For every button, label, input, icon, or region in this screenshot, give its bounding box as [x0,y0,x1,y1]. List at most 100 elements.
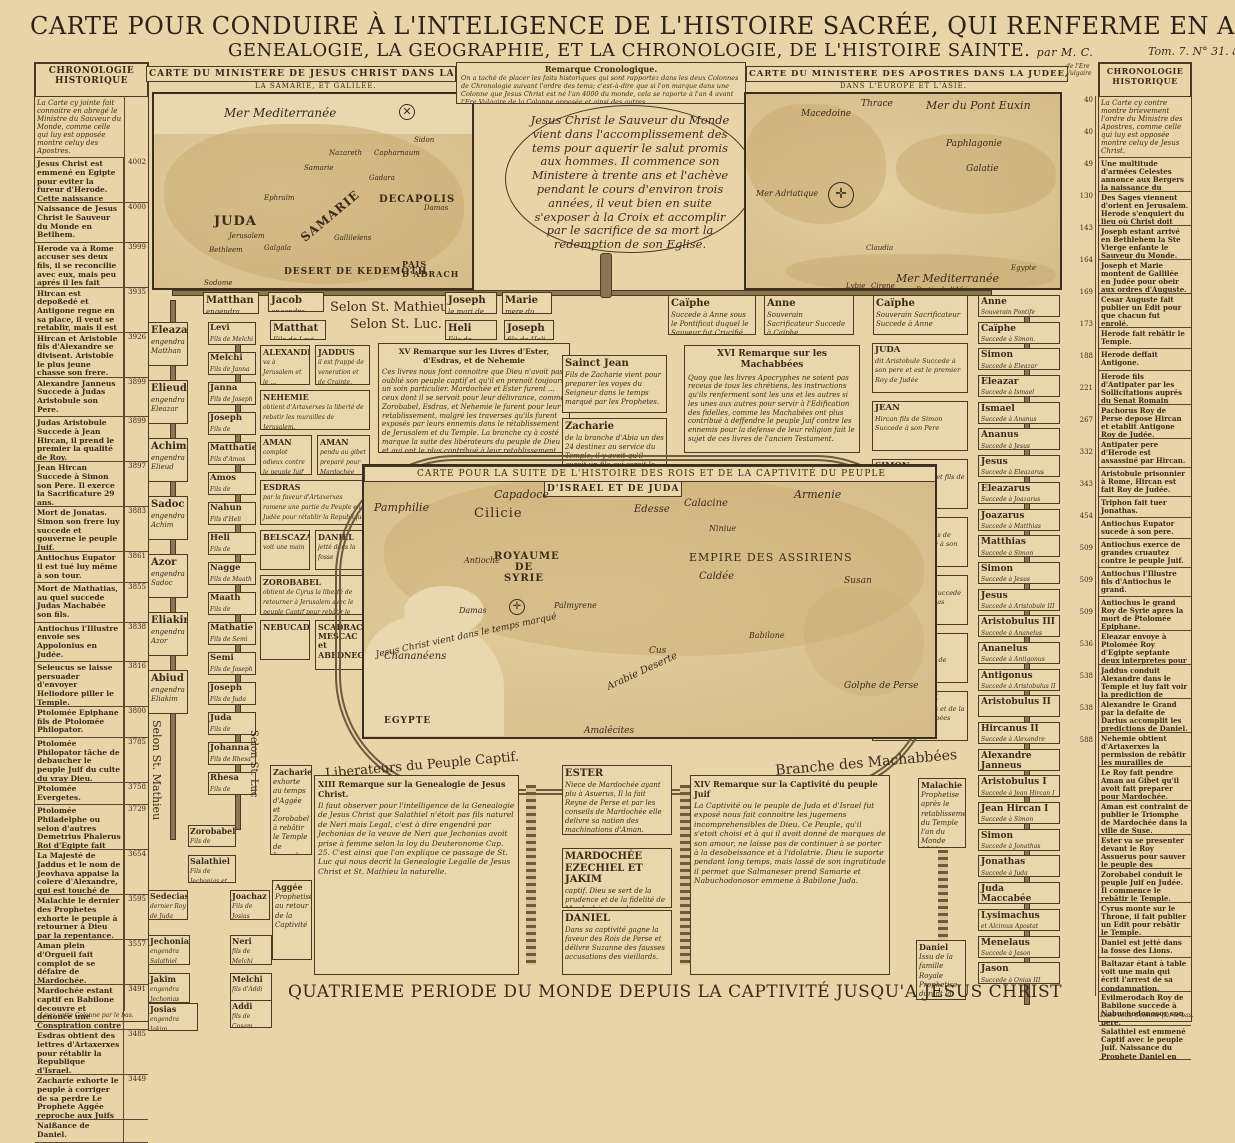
remark-xiv: XIV Remarque sur la Captivité du peuple … [690,775,890,975]
person-note: Fils de Nagge. [210,545,231,553]
entry-text: Alexandre Janneus Succede à Judas Aristo… [35,377,125,417]
person-name: Josias [150,1004,177,1014]
pontiff-note: et Alcimus Apostat [981,923,1039,931]
pontiff-note: Succede à Alexandre [981,736,1045,744]
person-note: Fils de Semi [210,635,248,643]
person-note: engendra Eliakim [151,685,185,703]
label-samarie-city: Samarie [304,164,334,172]
central-trunk-pipe [600,253,612,298]
remark-xv-title: XV Remarque sur les Livres d'Ester, d'Es… [398,347,550,366]
person-name: Neri [232,936,252,946]
chronology-entry: Hircan est depoßedé et Antigone regne en… [35,287,148,333]
entry-year: 3758 [128,783,146,792]
person-name: Zacharie [565,421,615,432]
label-egypte: EGYPTE [384,716,432,726]
person-note: Fils de Joseph [210,665,253,673]
person-name: JUDA [875,345,901,355]
label-bethleem: Bethleem [209,246,243,254]
person-note: engendra Jacob [206,307,240,314]
year-value: 536 [1079,640,1093,648]
pontiff-note: Succede à Onias III [981,976,1041,984]
chronology-entry: La Majesté de Jaddus et le nom de Jeovha… [35,850,148,896]
label-mer-mediterranee-2: Mer Mediterranée [896,272,999,285]
person-note: par la faveur d'Artaxerxes ramene une pa… [263,494,366,524]
map-kings-title: CARTE POUR LA SUITE DE L'HISTOIRE DES RO… [364,466,935,482]
person-note: Issu de la famille Royale Prophetise dur… [919,953,958,998]
author: par M. C. [1036,46,1094,59]
year-value: 538 [1079,672,1093,680]
chronology-entry: Seleucus se laisse persuader d'envoyer H… [35,662,148,708]
map-jesus-ministry[interactable]: Mer Mediterranée ✕ JUDA SAMARIE DECAPOLI… [152,92,474,290]
person-note: Fils de Zorobabel [210,785,231,793]
pontiff-note: Succede à Simon [981,549,1034,557]
map-kings-captivity[interactable]: CARTE POUR LA SUITE DE L'HISTOIRE DES RO… [362,464,937,739]
liberator-box: NEBUCADNEZAR [260,620,310,660]
label-decapolis: DECAPOLIS [379,194,456,205]
chronology-entry: Des Sages viennent d'orient en Jerusalem… [1099,192,1191,227]
map-jesus-subtitle: LA SAMARIE, ET GALILÉE. [255,82,377,90]
garland-right [680,785,690,965]
pontiff-note: Souverain Pontife Succede à Caïphe [981,309,1036,317]
label-paphlagonie: Paphlagonie [946,139,1002,149]
year-value: 130 [1079,192,1093,200]
label-damas: Damas [424,204,449,212]
pontiff-note: Succede à Jason [981,949,1031,957]
person-name: Heli [210,533,230,543]
person-note: Fils de Matthat [448,335,472,340]
entry-text: Mort de Jonatas. Simon son frere luy suc… [35,507,125,552]
chronology-entry: Herode fait rebâtir le Temple. [1099,328,1191,350]
compass-rose-icon: ✛ [828,182,854,208]
person-name: ESDRAS [263,482,301,492]
label-royaume-syrie: ROYAUME DE SYRIE [494,551,560,584]
left-year-divider [124,96,125,1011]
year-value: 538 [1079,704,1093,712]
label-thrace: Thrace [861,99,893,109]
entry-text: Jean Hircan Succede à Simon son Pere. Il… [35,462,125,507]
person-note: fils de Cosam [232,1013,253,1028]
person-note: Fils de Janna [210,365,250,373]
entry-year: 4002 [128,158,146,167]
entry-year: 3491 [128,985,146,994]
pontiff-name: Jesus [981,457,1008,468]
left-chronology-entries: Jesus Christ est emmené en Egipte pour e… [35,158,148,1143]
label-cus: Cus [649,646,667,656]
chronology-entry: Herode fils d'Antipater par les Sollicit… [1099,371,1191,405]
entry-text: La Majesté de Jaddus et le nom de Jeovha… [35,850,125,895]
map-title-line-1: CARTE POUR CONDUIRE À L'INTELIGENCE DE L… [30,12,1235,40]
label-babilone: Babilone [749,631,785,640]
entry-text: Naißance de Daniel. [35,1120,125,1142]
selon-mathieu-vertical: Selon St. Mathieu [150,720,163,821]
pontiff-name: Ananelus [981,643,1028,654]
chronology-entry: Antiochus le grand Roy de Syrie apres la… [1099,597,1191,632]
map-apostles-ministry[interactable]: Mer du Pont Euxin Thrace Macedoine Paphl… [744,92,1062,290]
person-note: Hircan fils de Simon Succede à son Pere [875,414,943,433]
person-name: ESTER [565,768,604,779]
entry-year: 3926 [128,332,146,341]
remark-xiv-text: La Captivité ou le peuple de Juda et d'I… [694,801,886,885]
person-name: Malachie [921,780,963,790]
person-note: mere du Sauveur du Monde fille d'Heli [505,307,535,314]
entry-text: Malachie le dernier des Prophetes exhort… [35,895,125,940]
label-gallileiens: Gallileïens [334,234,372,242]
person-note: obtient de Cyrus la liberté de retourner… [263,589,354,615]
label-pont-euxin: Mer du Pont Euxin [926,99,1031,112]
entry-year: 3899 [128,377,146,386]
label-mer-adriatique: Mer Adriatique [756,189,819,198]
pontiff-name: Juda Maccabée [981,884,1032,905]
